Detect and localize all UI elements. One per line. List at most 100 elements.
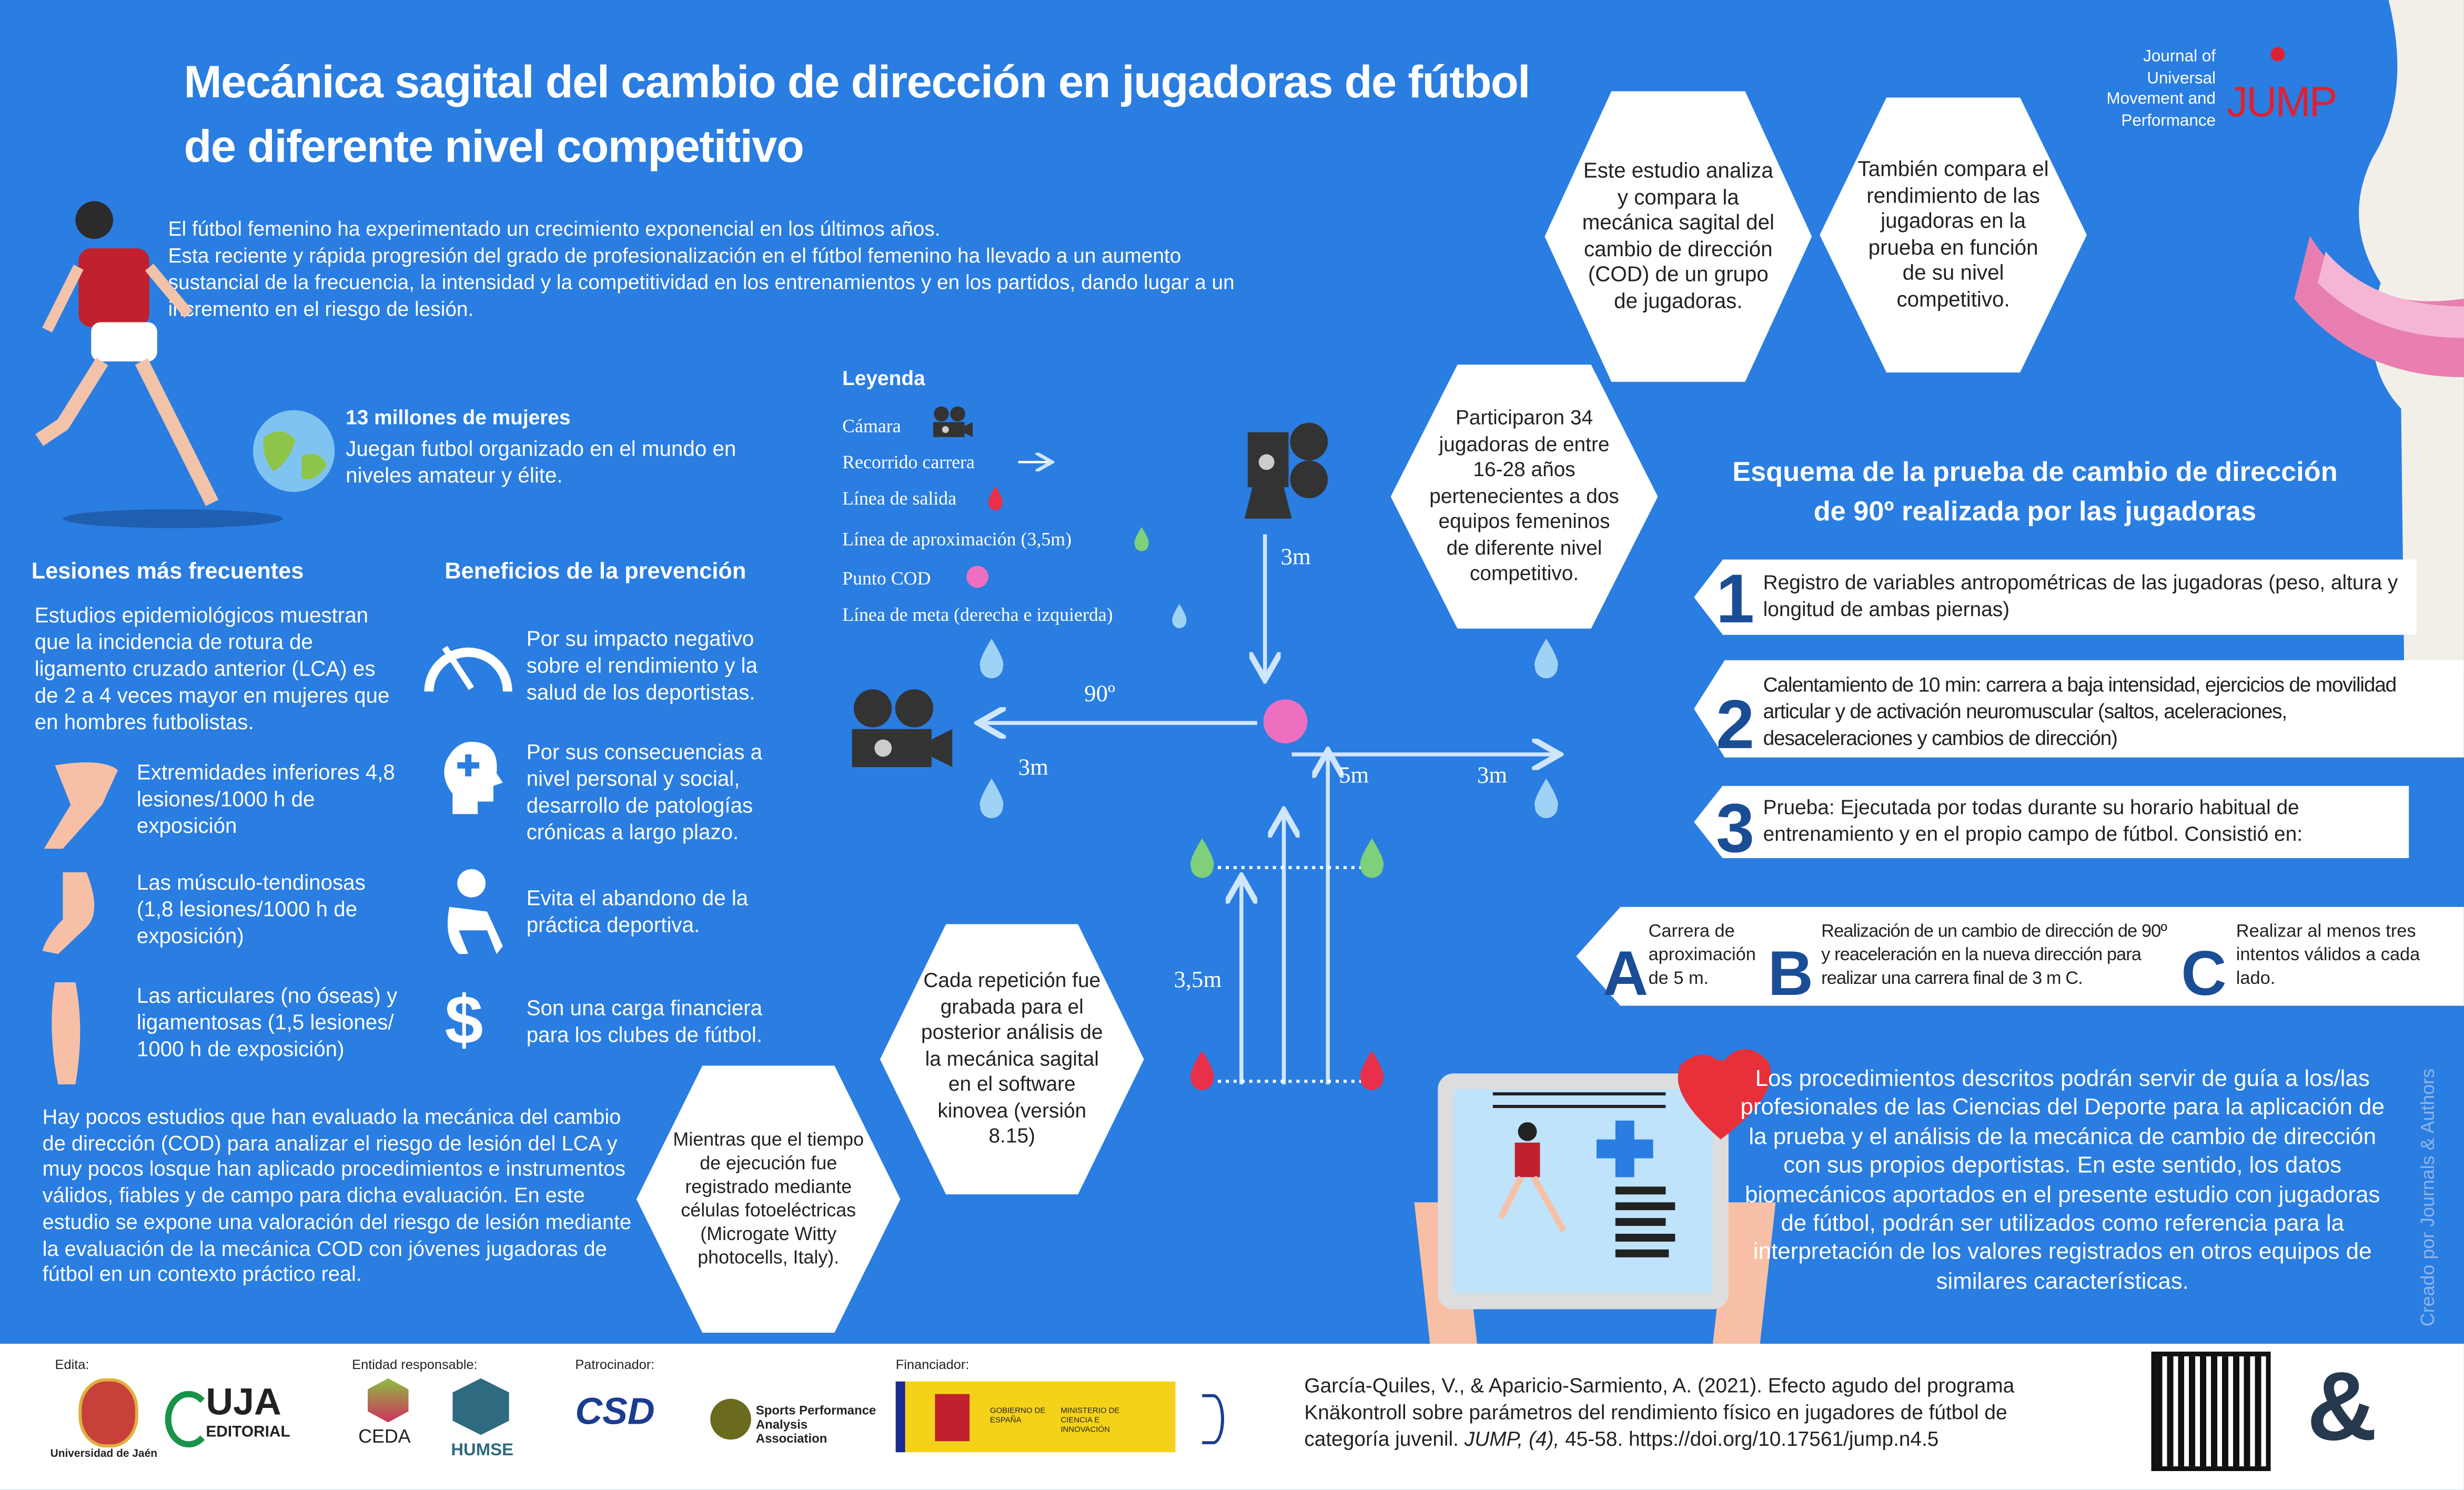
calf-icon [52,982,80,1085]
top-camera-icon [1244,422,1328,519]
step-number: 3 [1716,790,1755,868]
legend-camera: Cámara [842,415,901,437]
edita-label: Edita: [55,1356,89,1372]
injury-item: Las articulares (no óseas) y ligamentosa… [136,983,398,1061]
uja-editorial-text: EDITORIAL [206,1424,290,1442]
entidad-label: Entidad responsable: [352,1356,478,1372]
football-player-illustration [35,201,283,528]
uja-crest-logo [78,1378,138,1448]
ceda-text: CEDA [358,1425,411,1448]
legend-run: Recorrido carrera [842,451,975,474]
citation: García-Quiles, V., & Aparicio-Sarmiento,… [1304,1372,2090,1452]
scheme-heading: Esquema de la prueba de cambio de direcc… [1732,456,2338,527]
step-2 [1694,660,2464,758]
intro-line-1: El fútbol femenino ha experimentado un c… [168,217,941,241]
distance-label: 3m [1477,763,1508,789]
citation-journal: JUMP, (4), [1464,1427,1560,1451]
coat-of-arms [935,1394,970,1442]
side-camera-icon [852,689,953,768]
sitting-person-icon [447,869,503,954]
footer: Edita: Entidad responsable: Patrocinador… [0,1344,2464,1490]
angle-label: 90º [1084,682,1115,708]
injuries-heading: Lesiones más frecuentes [31,559,304,585]
injuries-text: Estudios epidemiológicos muestran que la… [34,603,390,734]
citation-doi[interactable]: 45-58. https://doi.org/10.17561/jump.n4.… [1559,1427,1939,1451]
humse-logo [452,1378,509,1435]
globe-icon [253,410,335,492]
jump-logo: JUMP [2226,78,2338,126]
uja-logo-text: UJA [206,1381,281,1424]
patrocinador-label: Patrocinador: [575,1356,655,1372]
aei-logo [1202,1394,1225,1445]
foot-icon [42,872,95,954]
credit-text: Creado por Journals & Authors [2417,1069,2439,1327]
financiador-label: Financiador: [895,1356,970,1372]
csd-logo: CSD [575,1391,655,1434]
legend-camera-icon [933,406,973,437]
jump-logo-dot [2270,47,2285,62]
step-text: Registro de variables antropométricas de… [1763,570,2398,621]
uja-editorial-logo [165,1391,213,1448]
hex-recording: Cada repetición fue grabada para el post… [880,924,1144,1195]
gauge-icon [424,646,512,692]
journal-name-line: Movement and [2106,89,2216,109]
benefit-item: Son una carga financiera para los clubes… [526,996,763,1047]
gobierno-logo: GOBIERNO DE ESPAÑA MINISTERIO DE CIENCIA… [895,1381,1176,1453]
distance-label: 3m [1280,545,1311,571]
benefit-item: Evita el abandono de la práctica deporti… [526,886,749,937]
uja-name: Universidad de Jaén [50,1449,158,1461]
qr-code[interactable] [2151,1351,2271,1472]
hex-comparison: También compara el rendimiento de las ju… [1820,97,2087,372]
stat-title: 13 millones de mujeres [346,405,571,429]
substep-letter: C [2181,940,2227,1009]
step-3 [1694,786,2409,859]
tablet-illustration [1414,1049,1776,1344]
distance-label: 3m [1018,756,1048,781]
substep-text: Realización de un cambio de dirección de… [1821,922,2167,989]
ministerio-text: MINISTERIO DE CIENCIA E INNOVACIÓN [1061,1406,1120,1435]
step-number: 2 [1716,687,1755,764]
journal-name-line: Journal of [2143,47,2216,66]
step-text: Prueba: Ejecutada por todas durante su h… [1763,795,2303,846]
spaa-logo [710,1398,751,1440]
hex-participants: Participaron 34 jugadoras de entre 16-28… [1390,365,1658,629]
benefit-item: Por sus consecuencias a nivel personal y… [526,740,763,844]
benefit-item: Por su impacto negativo sobre el rendimi… [526,627,758,704]
substep-text: Carrera de aproximación de 5 m. [1648,922,1756,989]
journal-name-line: Performance [2121,110,2216,130]
leg-icon [44,762,118,849]
title-line-2: de diferente nivel competitivo [184,123,804,173]
legend-cod-icon [966,566,988,588]
legend-cod-point: Punto COD [842,567,931,590]
title-line-1: Mecánica sagital del cambio de dirección… [184,58,1531,109]
mental-health-icon [444,741,503,814]
step-number: 1 [1716,561,1755,638]
stat-text: Juegan futbol organizado en el mundo en … [346,437,736,488]
distance-label: 5m [1339,763,1369,789]
substep-text: Realizar al menos tres intentos válidos … [2236,922,2420,989]
legend-title: Leyenda [842,366,925,390]
substep-letter: B [1768,940,1813,1009]
dollar-icon: $ [445,982,483,1060]
intro-line-2: Esta reciente y rápida progresión del gr… [168,244,1235,321]
knee-illustration [2294,0,2464,676]
intro-text: El fútbol femenino ha experimentado un c… [168,215,1237,322]
substep-letter: A [1602,940,1649,1009]
humse-text: HUMSE [451,1441,514,1461]
legend-goal-line: Línea de meta (derecha e izquierda) [842,603,1113,626]
injury-item: Extremidades inferiores 4,8 lesiones/100… [136,760,395,838]
conclusion-text: Los procedimientos descritos podrán serv… [1740,1067,2385,1295]
legend-start-drop-icon [988,486,1003,510]
journal-name-line: Universal [2147,68,2216,87]
page-title: Mecánica sagital del cambio de dirección… [184,52,1531,181]
ceda-logo [368,1378,409,1423]
benefits-heading: Beneficios de la prevención [445,559,746,585]
step-text: Calentamiento de 10 min: carrera a baja … [1763,672,2397,750]
eu-flag-strip [895,1381,905,1453]
legend-approach-line: Línea de aproximación (3,5m) [842,528,1072,550]
legend-start-line: Línea de salida [842,487,957,509]
legend-approach-drop-icon [1134,527,1149,551]
